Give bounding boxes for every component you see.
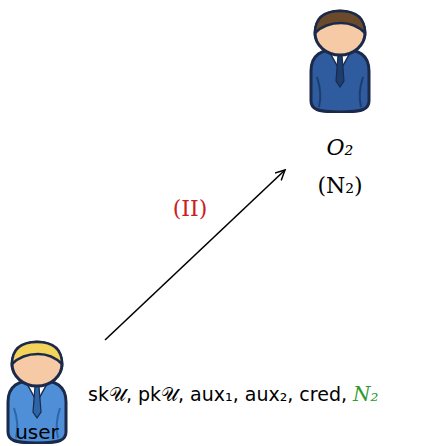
node-text: user — [15, 420, 59, 444]
person-icon — [307, 9, 373, 113]
arrow — [105, 170, 285, 340]
nonce-label: N₂ — [353, 382, 379, 406]
recipient-person: O₂ (N₂) — [285, 5, 395, 205]
step-label: (II) — [173, 196, 208, 221]
node-text: O₂ — [327, 135, 354, 160]
label-row: sk𝒰, pk𝒰, aux₁, aux₂, cred, N₂ — [88, 382, 379, 406]
node-text: (N₂) — [317, 173, 362, 198]
attribute-list: sk𝒰, pk𝒰, aux₁, aux₂, cred, — [88, 383, 347, 406]
